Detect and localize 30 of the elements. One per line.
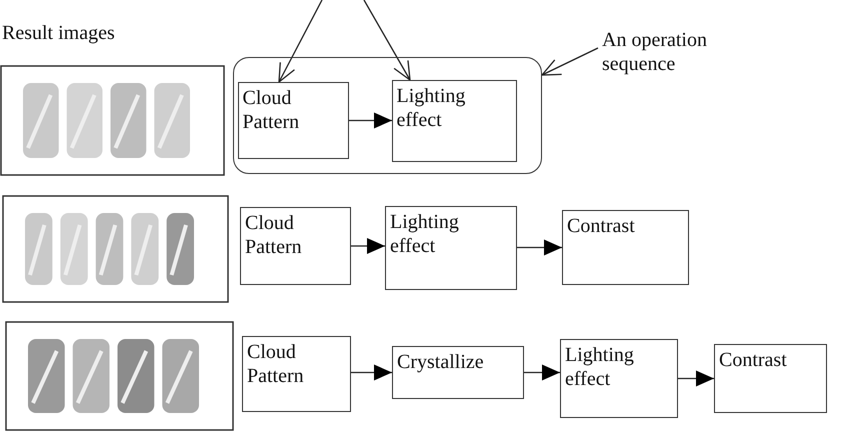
group-frame bbox=[233, 57, 542, 174]
callout-text: An operation sequence bbox=[602, 28, 708, 76]
arrow bbox=[349, 112, 392, 128]
heading-label: Result images bbox=[2, 22, 115, 45]
box-label: Cloud Pattern bbox=[246, 340, 305, 389]
process-box bbox=[560, 339, 678, 418]
process-box bbox=[240, 207, 351, 285]
process-box bbox=[238, 82, 348, 158]
process-box bbox=[392, 80, 516, 162]
process-box bbox=[242, 336, 351, 412]
box-label: Cloud Pattern bbox=[244, 211, 303, 260]
arrow bbox=[524, 364, 560, 380]
box-label: Cloud Pattern bbox=[242, 86, 300, 134]
process-box bbox=[392, 346, 524, 399]
process-box bbox=[385, 206, 517, 290]
arrow bbox=[278, 0, 323, 83]
process-box bbox=[562, 210, 689, 285]
arrow bbox=[517, 240, 562, 256]
arrow bbox=[351, 364, 392, 380]
box-label: Lighting effect bbox=[564, 343, 635, 392]
box-label: Lighting effect bbox=[396, 84, 466, 132]
arrow bbox=[351, 238, 385, 254]
arrow bbox=[678, 370, 714, 386]
box-label: Crystallize bbox=[396, 350, 485, 375]
box-label: Lighting effect bbox=[389, 210, 460, 259]
arrow bbox=[363, 0, 411, 81]
box-label: Contrast bbox=[718, 348, 788, 373]
process-box bbox=[714, 344, 827, 413]
leader-line bbox=[541, 47, 598, 76]
box-label: Contrast bbox=[566, 214, 636, 239]
